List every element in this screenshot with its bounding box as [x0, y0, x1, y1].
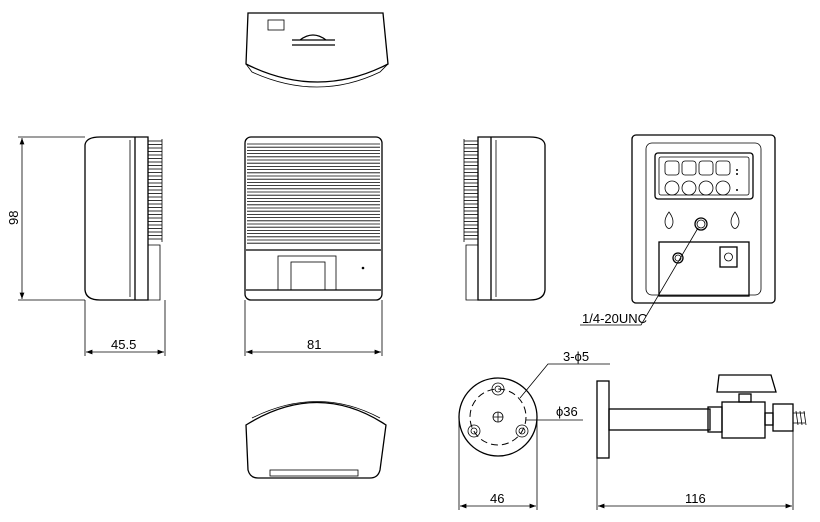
dim-bracket-length: 116 — [596, 431, 794, 510]
bottom-view — [245, 401, 387, 479]
square-button — [681, 160, 697, 176]
bracket — [596, 374, 807, 459]
dim-height: 98 — [6, 136, 85, 301]
bracket-length-label: 116 — [685, 491, 706, 506]
side-view-left — [84, 136, 163, 301]
base-diameter-label: 46 — [490, 491, 504, 506]
front-view — [244, 136, 383, 301]
square-button — [698, 160, 714, 176]
mount-hole — [467, 424, 481, 438]
back-view — [631, 134, 776, 304]
height-label: 98 — [6, 211, 21, 225]
mount-hole — [515, 424, 529, 438]
hole-circle-label: ϕ36 — [556, 404, 578, 419]
mount-hole — [491, 382, 505, 396]
round-button — [715, 180, 731, 196]
depth-label: 45.5 — [111, 337, 136, 352]
dim-depth: 45.5 — [84, 300, 166, 356]
width-label: 81 — [307, 337, 321, 352]
round-button — [664, 180, 680, 196]
mount-hole-inner — [470, 427, 478, 435]
thread-label: 1/4-20UNC — [582, 311, 647, 326]
dim-width: 81 — [244, 300, 383, 356]
dim-base-diameter: 46 — [458, 420, 538, 510]
round-button — [681, 180, 697, 196]
thread-callout: 1/4-20UNC — [580, 227, 699, 326]
hole-spec-label: 3-ϕ5 — [563, 349, 589, 364]
mount-base: 3-ϕ5 ϕ36 — [458, 349, 610, 457]
top-view — [245, 12, 389, 88]
square-button — [715, 160, 731, 176]
round-button — [698, 180, 714, 196]
mount-hole-inner — [494, 385, 502, 393]
square-button — [664, 160, 680, 176]
side-view-right — [463, 136, 546, 301]
mount-hole-inner — [518, 427, 526, 435]
